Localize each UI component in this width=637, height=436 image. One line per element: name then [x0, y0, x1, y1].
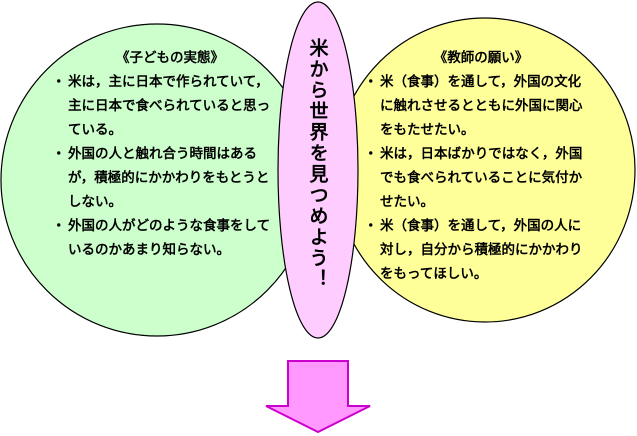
teacher-wishes-block: 《教師の願い》 米（食事）を通して，外国の文化に触れさせるとともに外国に関心をも… [364, 46, 592, 286]
children-reality-block: 《子どもの実態》 米は，主に日本で作られていて，主に日本で食べられていると思って… [52, 46, 282, 262]
center-title: 米から世界を見つめよう！ [306, 38, 329, 290]
children-reality-heading: 《子どもの実態》 [116, 50, 224, 66]
list-item: 米（食事）を通して，外国の人に対し，自分から積極的にかかわりをもってほしい。 [364, 214, 592, 286]
teacher-wishes-list: 米（食事）を通して，外国の文化に触れさせるとともに外国に関心をもたせたい。 米は… [364, 70, 592, 286]
list-item: 米は，日本ばかりではなく，外国でも食べられていることに気付かせたい。 [364, 142, 592, 214]
list-item: 米（食事）を通して，外国の文化に触れさせるとともに外国に関心をもたせたい。 [364, 70, 592, 142]
down-arrow-icon [265, 360, 371, 434]
list-item: 外国の人がどのような食事をしているのかあまり知らない。 [52, 214, 282, 262]
teacher-wishes-heading: 《教師の願い》 [433, 50, 529, 66]
list-item: 外国の人と触れ合う時間はあるが，積極的にかかわりをもとうとしない。 [52, 142, 282, 214]
children-reality-list: 米は，主に日本で作られていて，主に日本で食べられていると思っている。 外国の人と… [52, 70, 282, 262]
list-item: 米は，主に日本で作られていて，主に日本で食べられていると思っている。 [52, 70, 282, 142]
